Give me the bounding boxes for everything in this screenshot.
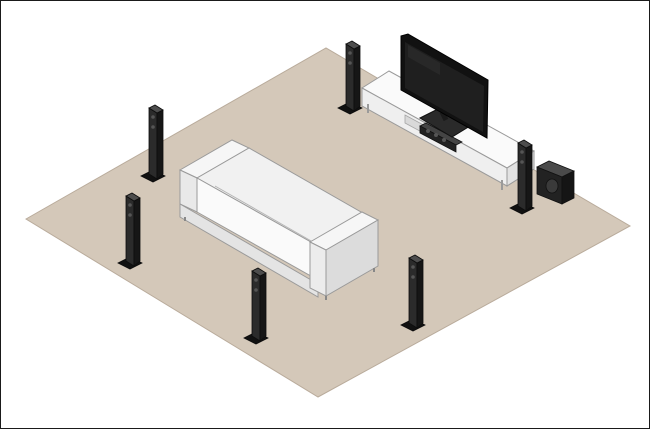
subwoofer-icon [536,160,575,205]
front-left-speaker-icon [337,40,363,115]
center-speaker-icon [419,122,463,153]
television-icon [400,33,489,139]
speaker-group [117,40,535,345]
surround-back-right-speaker-icon [400,254,426,332]
front-right-speaker-icon [509,139,535,215]
surround-back-left-speaker-icon [243,267,269,345]
sofa-icon [178,139,380,300]
surround-left-speaker-icon [117,192,143,270]
side-left-speaker-icon [140,104,166,183]
